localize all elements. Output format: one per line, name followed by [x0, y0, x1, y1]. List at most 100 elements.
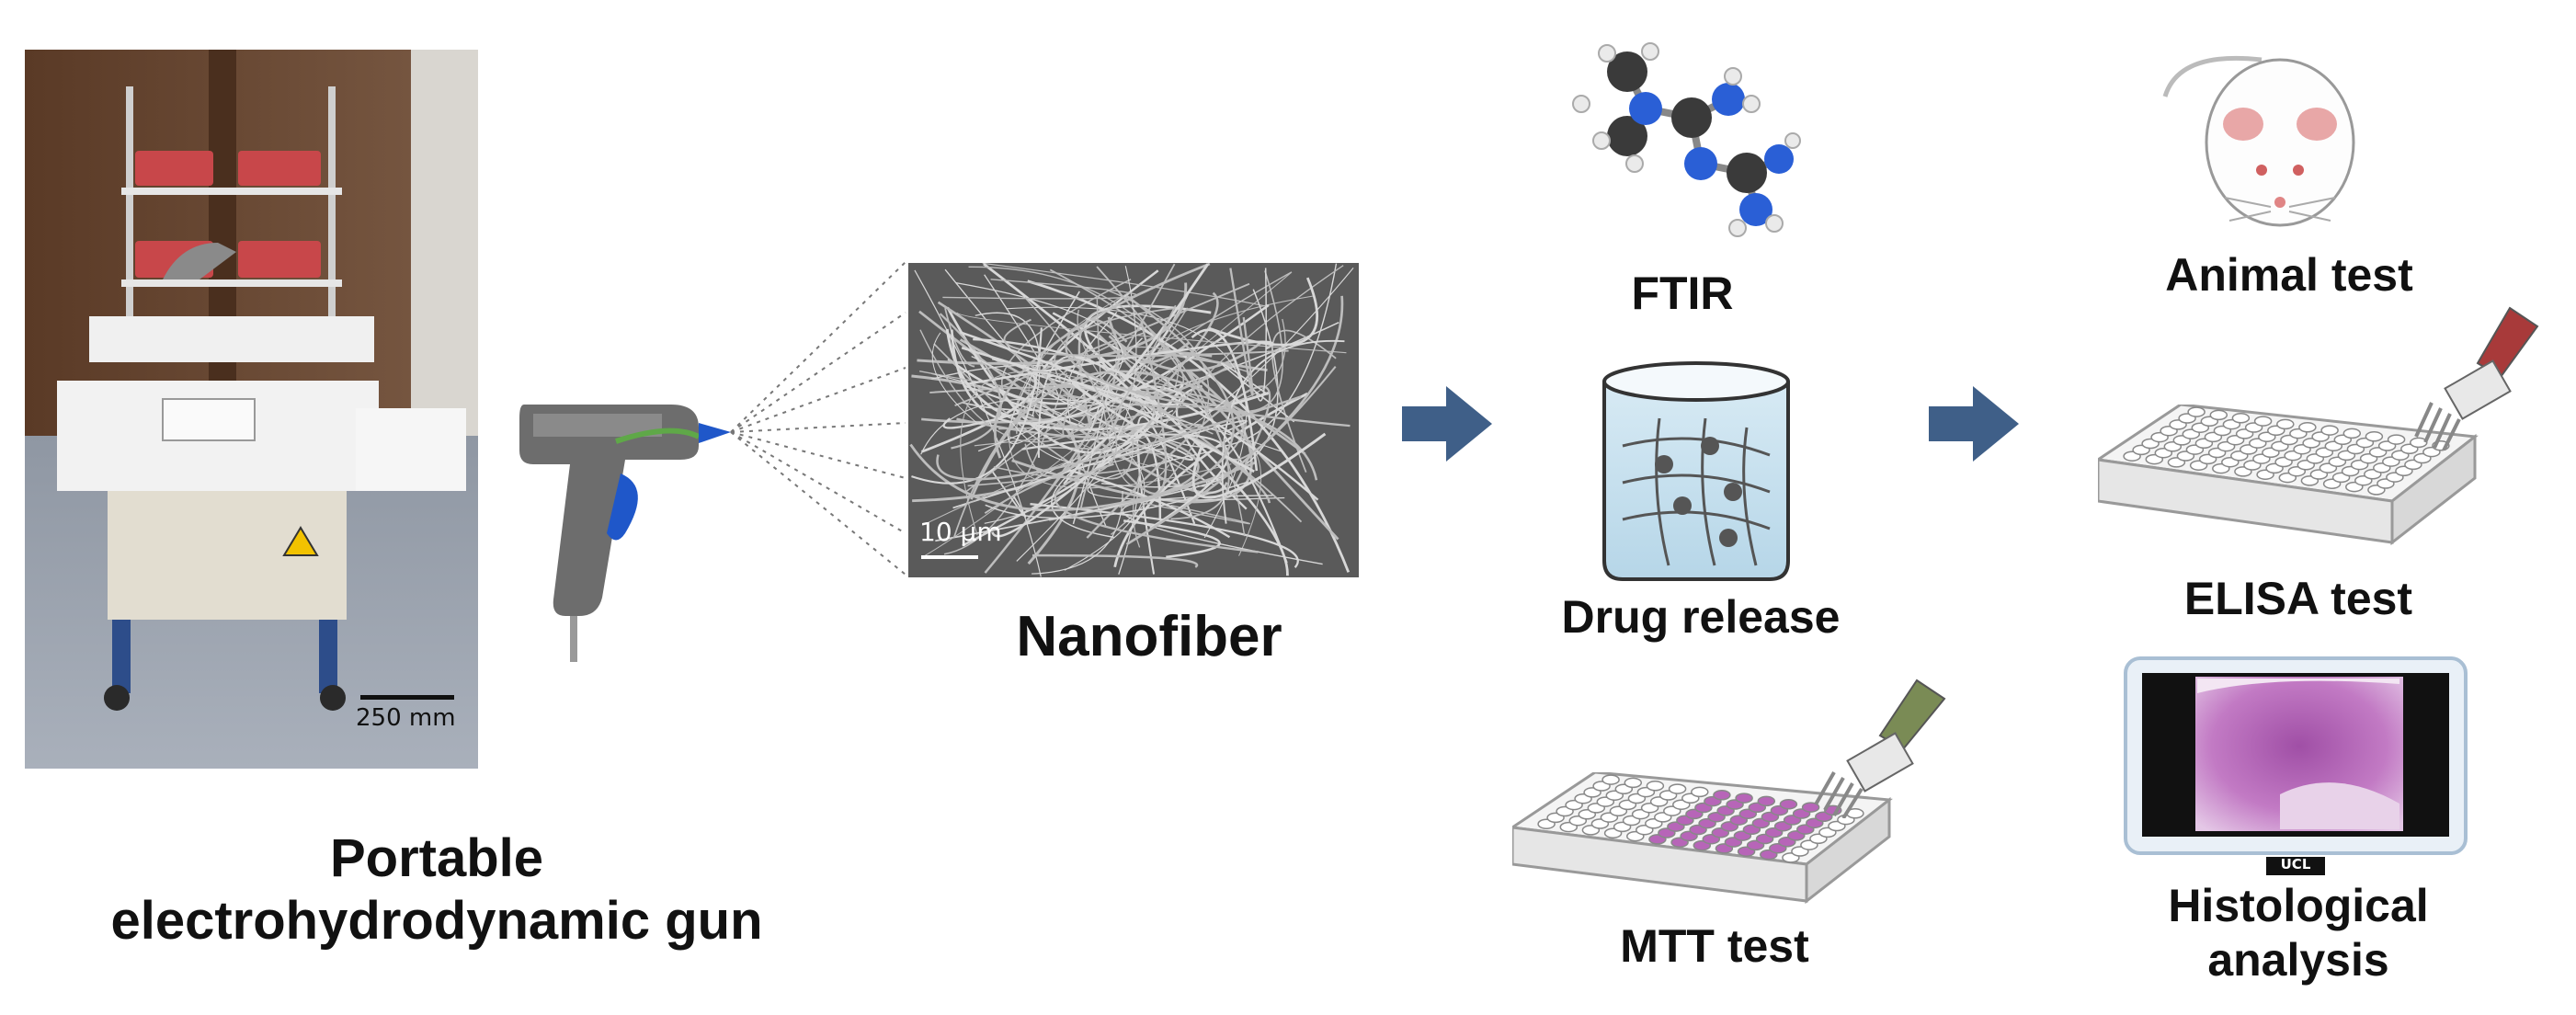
plate-well — [2209, 409, 2228, 421]
fiber-strand — [1271, 329, 1337, 473]
fiber-strand — [1120, 291, 1219, 433]
pipette-icon — [1814, 679, 1946, 818]
plate-well — [1735, 793, 1753, 804]
plate-well — [2231, 413, 2251, 424]
fiber-strand — [1122, 321, 1168, 495]
fiber-strand — [1079, 424, 1303, 523]
fiber-strand — [1125, 295, 1344, 546]
fiber-strand — [931, 332, 978, 424]
mouse-icon — [2162, 55, 2355, 227]
plate-well — [2276, 418, 2295, 430]
fiber-strand — [951, 303, 1270, 425]
plate-well — [1668, 783, 1687, 794]
fiber-strand — [960, 371, 1104, 536]
fiber-strand — [919, 307, 1189, 443]
glue-gun-icon — [515, 386, 735, 671]
device-label-line1: Portable — [329, 828, 544, 888]
fiber-strand — [969, 340, 1274, 385]
fiber-strand — [994, 263, 1211, 459]
fiber-strand — [984, 335, 1121, 574]
fiber-strand — [1077, 309, 1121, 403]
fiber-strand — [968, 266, 1246, 537]
fiber-strand — [955, 282, 1123, 452]
well-plate-icon — [1512, 772, 1893, 905]
fiber-strand — [974, 424, 1203, 447]
monitor-brand: UCL — [2280, 856, 2311, 872]
fiber-strand — [1221, 339, 1345, 524]
sem-scale-label: 10 μm — [919, 517, 1002, 547]
sem-image: 10 μm — [908, 263, 1359, 577]
well-plate-icon — [2098, 405, 2479, 546]
fiber-strand — [982, 263, 1265, 307]
fiber-strand — [954, 282, 1250, 406]
plate-well — [1624, 777, 1643, 789]
fiber-strand — [1188, 371, 1339, 541]
animal-test-label: Animal test — [2165, 249, 2413, 301]
plate-well — [2298, 422, 2317, 433]
fiber-strand — [1016, 386, 1214, 435]
fiber-strand — [1021, 433, 1229, 530]
fiber-strand — [1067, 468, 1231, 539]
fiber-strand — [973, 337, 1319, 501]
nanofiber-label: Nanofiber — [1016, 605, 1282, 668]
fiber-strand — [1191, 328, 1259, 472]
fiber-strand — [1191, 432, 1327, 499]
fiber-strand — [929, 385, 1245, 468]
elisa-test-label: ELISA test — [2183, 573, 2413, 624]
fiber-strand — [1011, 267, 1354, 465]
fiber-strand — [944, 307, 975, 368]
fiber-strand — [1229, 268, 1254, 396]
device-scale-label: 250 mm — [356, 704, 456, 732]
fiber-strand — [1255, 268, 1268, 402]
arrow-right-icon — [1402, 386, 1492, 462]
plate-well — [2320, 425, 2339, 436]
fiber-strand — [942, 279, 1138, 300]
plate-well — [2387, 434, 2406, 445]
device-photo: 250 mm — [25, 50, 478, 769]
fiber-strand — [1123, 519, 1221, 559]
plate-well — [2342, 428, 2362, 439]
fiber-strand — [1032, 490, 1123, 575]
sem-scale-bar — [921, 555, 978, 559]
histological-label-line1: Histological — [2168, 880, 2429, 931]
plate-well — [1801, 802, 1820, 813]
fiber-strand — [1119, 270, 1283, 413]
plate-well — [2253, 416, 2273, 427]
device-label-line2: electrohydrodynamic gun — [110, 891, 763, 952]
fiber-strand — [1032, 553, 1199, 568]
fiber-strand — [1132, 265, 1344, 548]
fiber-strand — [984, 266, 1137, 524]
beaker-icon — [1602, 361, 1790, 581]
fiber-strand — [909, 443, 1256, 512]
fiber-strand — [1024, 304, 1177, 477]
fiber-strand — [1118, 294, 1235, 508]
arrow-right-icon — [1929, 386, 2019, 462]
plate-well — [1601, 774, 1620, 785]
device-label: Portable electrohydrodynamic gun — [37, 827, 837, 953]
mtt-test-label: MTT test — [1620, 920, 1809, 972]
histological-label-line2: analysis — [2207, 934, 2389, 986]
fiber-strand — [920, 398, 1283, 455]
spray-lines — [730, 261, 906, 576]
fiber-strand — [1054, 462, 1259, 553]
plate-well — [1691, 786, 1709, 798]
molecule-icon — [1572, 42, 1801, 237]
fiber-strand — [921, 272, 1292, 558]
pipette-icon — [2414, 306, 2539, 450]
monitor-icon: UCL — [2124, 656, 2468, 875]
fiber-strand — [1027, 279, 1351, 573]
fiber-strand — [956, 312, 1347, 354]
fiber-strand — [952, 419, 1248, 509]
fiber-strand — [1037, 355, 1155, 458]
plate-well — [2365, 431, 2384, 442]
histological-label: Histological analysis — [2114, 879, 2482, 987]
fiber-strand — [1065, 327, 1351, 428]
fiber-strand — [970, 370, 1306, 500]
plate-well — [1779, 799, 1798, 810]
ftir-label: FTIR — [1631, 268, 1734, 319]
fiber-strand — [936, 395, 1302, 481]
fiber-strand — [1096, 299, 1170, 488]
plate-well — [1757, 795, 1776, 807]
plate-well — [1713, 790, 1731, 801]
fiber-strand — [952, 332, 1144, 539]
